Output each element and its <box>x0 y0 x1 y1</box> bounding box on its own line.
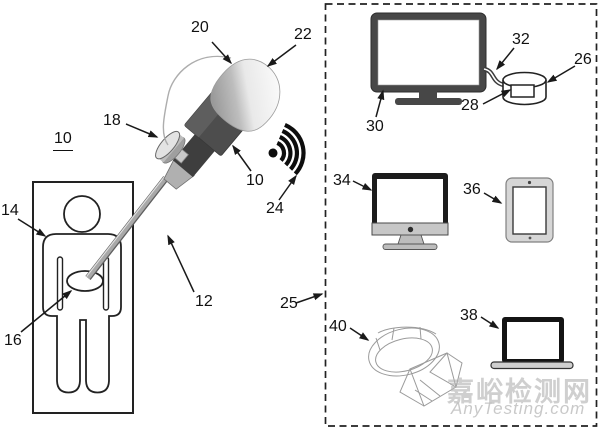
container <box>502 71 547 106</box>
monitor <box>370 12 487 105</box>
scope-shaft <box>85 175 169 281</box>
monitor-stand-base <box>395 98 462 105</box>
callout-arrow-remote-devices-group <box>295 293 324 304</box>
callout-arrow-container <box>546 65 576 83</box>
patient-arm-line-left <box>56 256 64 311</box>
cable <box>483 66 505 88</box>
patient-body <box>42 195 122 394</box>
watermark-chinese: 嘉峪检测网 <box>447 377 592 407</box>
figure-ref-label: 10 <box>53 130 73 151</box>
laptop <box>490 317 574 370</box>
callout-arrow-wireless-signal <box>278 174 297 201</box>
scope-device <box>163 58 281 190</box>
callout-arrow-scope-shaft <box>167 234 195 293</box>
callout-arrow-cable <box>496 47 515 71</box>
callout-arrow-vr-headset <box>349 327 370 341</box>
callout-arrow-eyepiece <box>125 123 159 138</box>
remote-devices-group-border <box>324 3 598 427</box>
organ <box>66 270 104 292</box>
scope-handle-dark-segment <box>172 132 217 178</box>
watermark-url: AnyTesting.com <box>451 399 586 418</box>
callout-arrow-organ <box>20 290 73 333</box>
vr-headset <box>368 326 463 407</box>
callout-arrow-balloon-body <box>266 44 297 67</box>
callout-arrow-balloon-tip <box>211 41 233 65</box>
patient-head <box>63 195 101 233</box>
tablet-home-button <box>528 236 532 240</box>
callout-arrow-tablet <box>483 192 503 204</box>
balloon <box>210 58 281 132</box>
balloon-tube <box>162 55 232 146</box>
desktop-logo <box>407 226 414 233</box>
tablet-camera <box>527 180 532 185</box>
wireless-signal-icon <box>268 122 306 176</box>
monitor-stand-neck <box>419 91 437 99</box>
tablet <box>505 177 554 243</box>
callout-arrow-camera-head <box>232 144 252 172</box>
desktop-stand-base <box>382 243 438 250</box>
desktop-computer <box>371 173 449 250</box>
callout-arrow-container-label <box>482 89 512 105</box>
callout-arrow-desktop-computer <box>352 180 373 191</box>
callout-arrow-laptop <box>480 316 500 329</box>
callout-arrow-monitor <box>375 89 385 118</box>
callout-arrow-patient-table <box>17 218 47 237</box>
laptop-base <box>490 361 574 370</box>
